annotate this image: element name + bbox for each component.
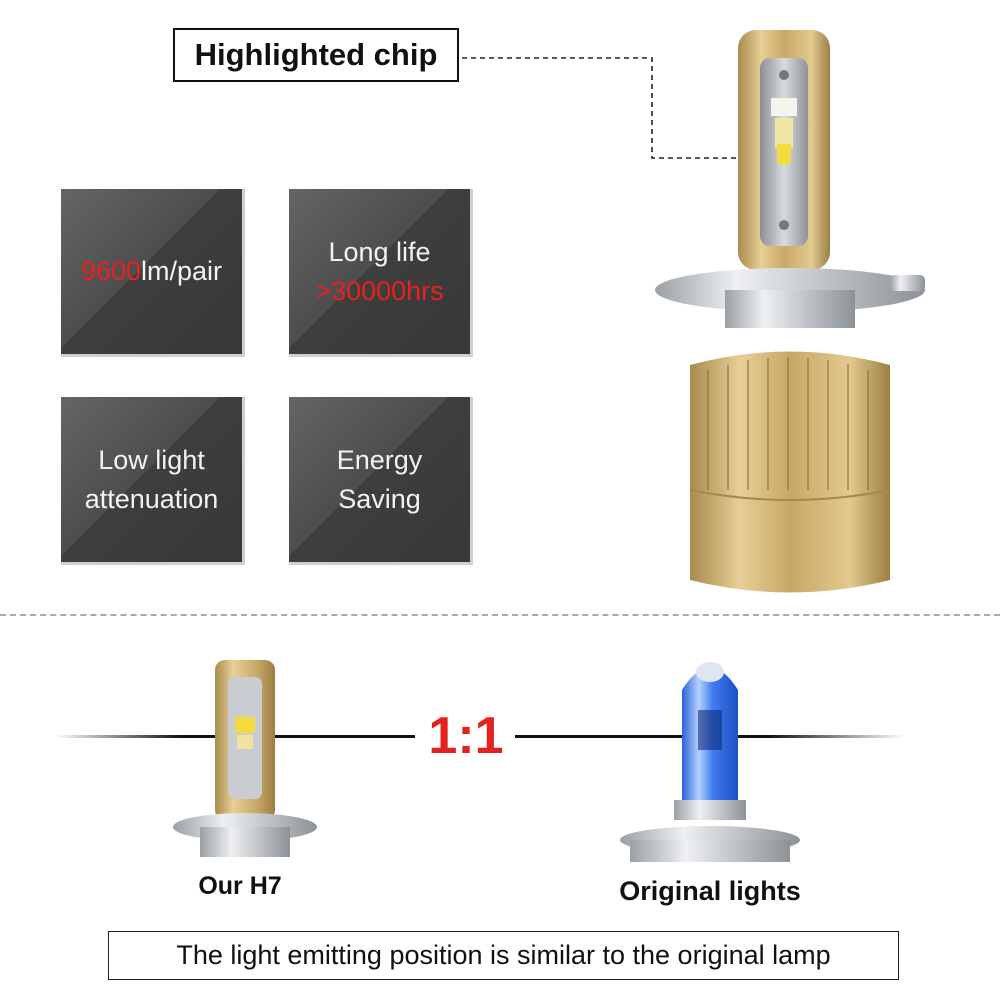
lumens-value: 9600	[80, 256, 142, 286]
tile-lumens: 9600lm/pair	[61, 189, 245, 357]
our-h7-bulb-image	[173, 660, 317, 857]
original-halogen-bulb-image	[620, 662, 800, 862]
ratio-label: 1:1	[428, 707, 504, 765]
attenuation-line2: attenuation	[84, 483, 219, 514]
highlighted-chip-callout: Highlighted chip	[173, 28, 459, 82]
attenuation-line1: Low light	[98, 444, 205, 475]
lumens-unit: lm/pair	[141, 256, 223, 286]
our-h7-label: Our H7	[198, 872, 282, 900]
energy-line1: Energy	[336, 444, 423, 475]
callout-leader-line	[462, 57, 780, 159]
section-divider	[0, 614, 1000, 616]
tile-energy-saving: Energy Saving	[289, 397, 473, 565]
long-life-line1: Long life	[328, 236, 431, 267]
tile-lumens-text: 9600lm/pair	[81, 252, 222, 291]
original-lights-label: Original lights	[619, 876, 801, 906]
tile-low-attenuation: Low light attenuation	[61, 397, 245, 565]
caption-box: The light emitting position is similar t…	[108, 931, 899, 980]
caption-text: The light emitting position is similar t…	[176, 940, 831, 970]
led-bulb-image	[655, 30, 925, 593]
tile-long-life: Long life >30000hrs	[289, 189, 473, 357]
callout-label: Highlighted chip	[194, 37, 438, 72]
long-life-line2: >30000hrs	[315, 275, 444, 306]
energy-line2: Saving	[338, 483, 421, 514]
